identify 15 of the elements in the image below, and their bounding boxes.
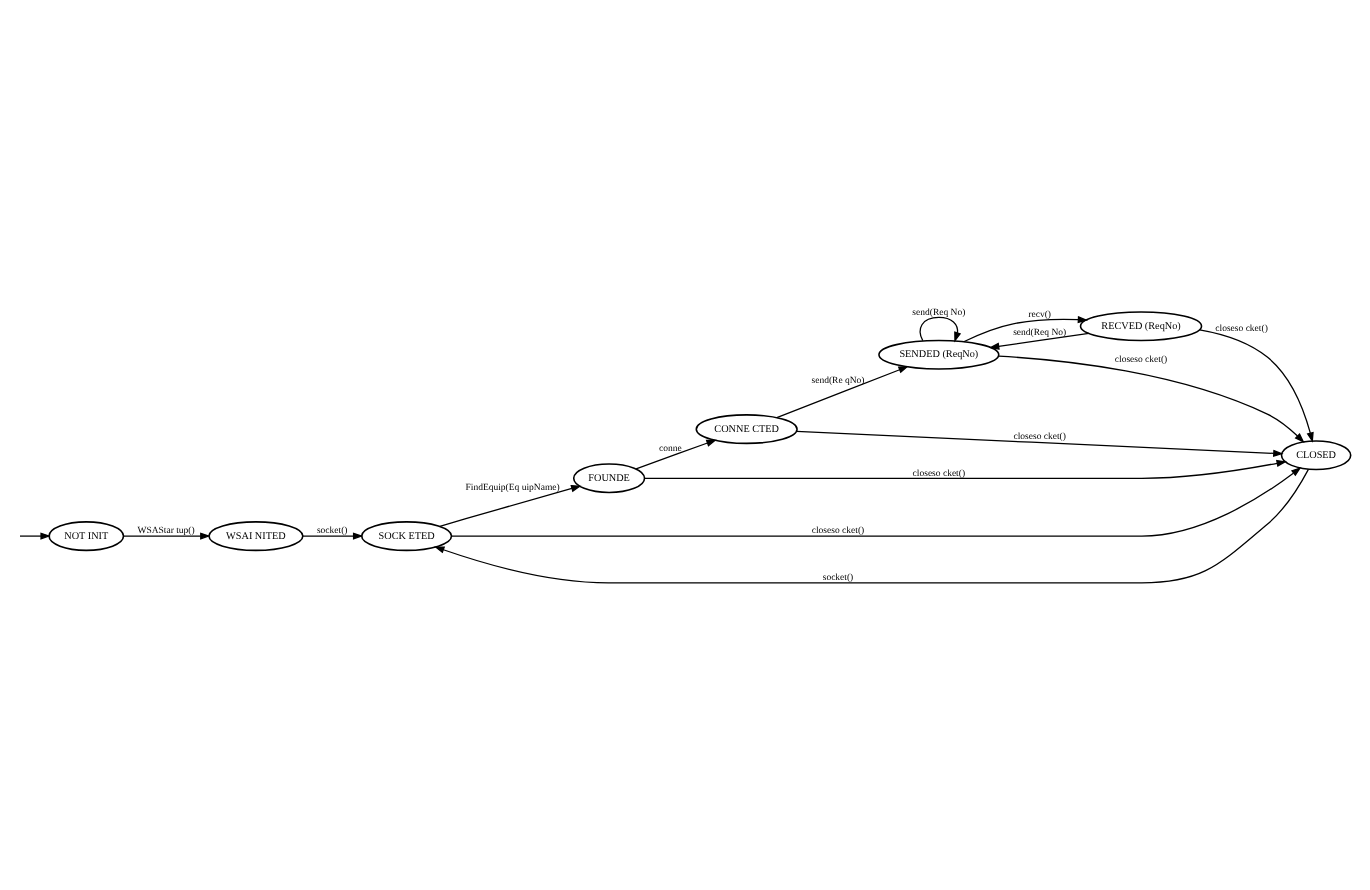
arrow (988, 332, 1090, 350)
arrow (796, 430, 1284, 457)
arrow (302, 532, 364, 540)
arrow (776, 366, 909, 419)
arrow (919, 316, 962, 343)
arrow (963, 315, 1089, 343)
arrow (19, 532, 51, 540)
arrow (998, 355, 1305, 443)
arrow (644, 459, 1287, 479)
arrow (1198, 329, 1314, 443)
arrow (122, 532, 211, 540)
arrow (439, 485, 582, 527)
arrow (635, 439, 717, 470)
arrow (434, 468, 1310, 584)
arrow (451, 466, 1302, 537)
